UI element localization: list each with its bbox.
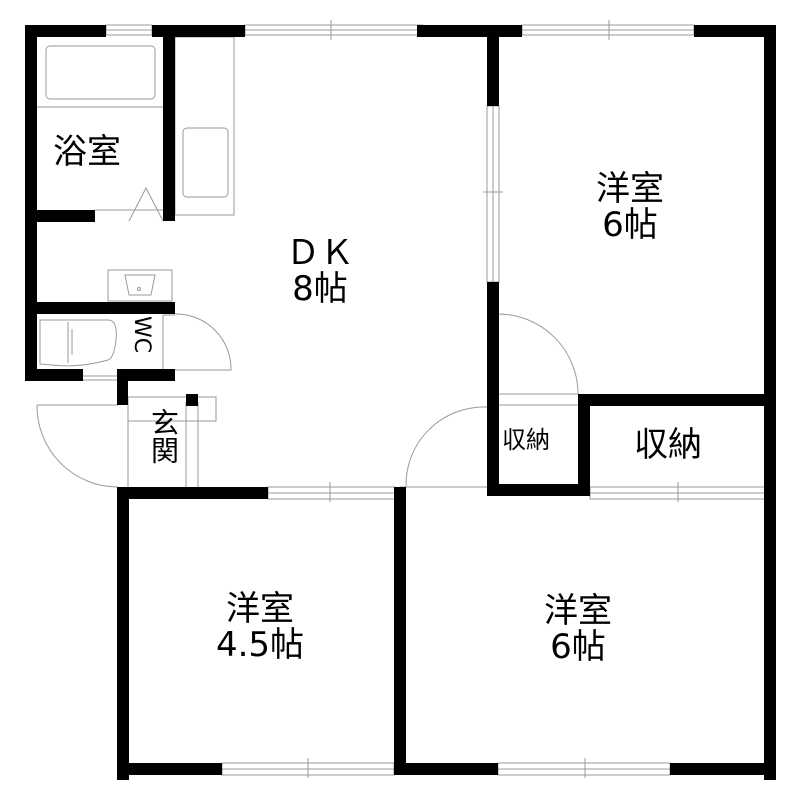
room-name: 玄関 xyxy=(147,408,180,464)
room-label-entrance: 玄関 xyxy=(138,408,180,464)
room-size: 6帖 xyxy=(550,626,606,667)
room-name: 浴室 xyxy=(53,132,121,172)
walls xyxy=(25,25,776,780)
room-size: 4.5帖 xyxy=(215,624,305,665)
room-name: ＤＫ xyxy=(286,233,354,273)
room-label-bathroom: 浴室 xyxy=(53,132,121,172)
room-name: 洋室 xyxy=(226,589,294,629)
room-label-wc: WC xyxy=(128,316,154,353)
room-size: 8帖 xyxy=(292,268,348,309)
room-label-closet-large: 収納 xyxy=(634,425,702,465)
room-name: WC xyxy=(129,316,154,354)
room-name: 収納 xyxy=(634,425,702,465)
room-label-western-sw: 洋室 4.5帖 xyxy=(190,589,330,665)
room-label-closet-small: 収納 xyxy=(502,426,550,454)
room-label-western-se: 洋室 6帖 xyxy=(528,591,628,667)
room-label-dk: ＤＫ 8帖 xyxy=(270,233,370,309)
room-name: 洋室 xyxy=(596,169,664,209)
room-name: 収納 xyxy=(502,426,550,454)
room-size: 6帖 xyxy=(602,204,658,245)
room-label-western-ne: 洋室 6帖 xyxy=(580,169,680,245)
room-name: 洋室 xyxy=(544,591,612,631)
